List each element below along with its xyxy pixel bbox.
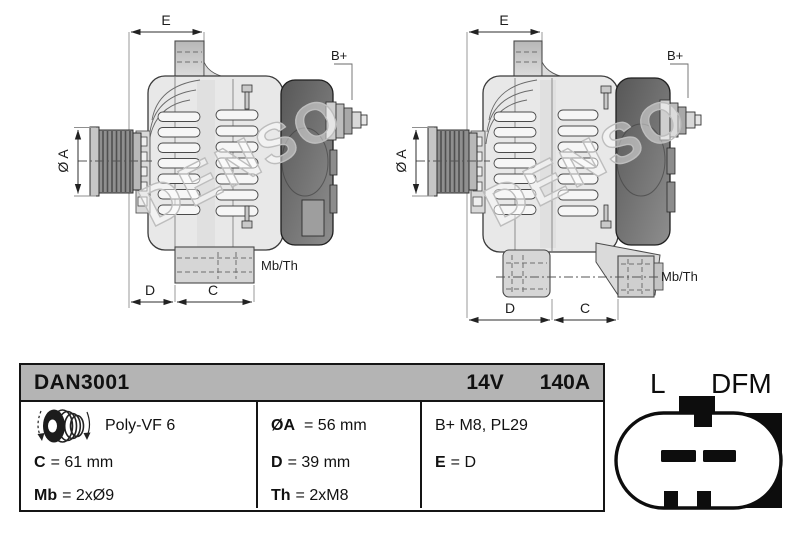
spec-d: D = 39 mm (271, 453, 351, 471)
connector-diagram (614, 396, 783, 510)
dim-e-label-right: E (499, 12, 508, 28)
mount-label-left: Mb/Th (261, 258, 298, 273)
spec-col-3: B+ M8, PL29 E = D (420, 402, 603, 508)
connector-socket (301, 199, 325, 237)
current-rating: 140A (539, 370, 590, 394)
connector-pin-l (661, 450, 696, 462)
spec-c: C = 61 mm (34, 453, 114, 471)
bplus-label-left: B+ (331, 48, 347, 63)
spec-table: DAN3001 14V 140A (19, 363, 605, 512)
connector-bottom-tab-left (664, 491, 678, 507)
top-bracket (513, 40, 543, 79)
rear-mounting-lug (617, 255, 655, 298)
spec-e: E = D (435, 453, 477, 471)
cooling-fins-rear (557, 109, 599, 217)
dim-c-label-right: C (580, 300, 590, 316)
spec-table-header: DAN3001 14V 140A (21, 365, 603, 402)
cooling-fins-rear (215, 109, 259, 217)
through-bolts (241, 84, 253, 229)
connector-bottom-tab-right (697, 491, 711, 507)
bplus-terminal (325, 101, 368, 141)
dim-diameter-label-right: Ø A (393, 149, 409, 173)
connector-top-tab (679, 396, 715, 414)
connector-pin-dfm-label: DFM (711, 368, 772, 399)
pulley (427, 126, 478, 197)
dim-d-label-right: D (505, 300, 515, 316)
pulley-spec-line: Poly-VF 6 (34, 406, 250, 446)
cooling-fins-front (493, 111, 537, 215)
bplus-label-right: B+ (667, 48, 683, 63)
ratings: 14V 140A (466, 371, 590, 395)
bplus-terminal (659, 99, 702, 141)
connector-top-key (694, 412, 712, 427)
spec-table-body: Poly-VF 6 C = 61 mm Mb = 2xØ9 ØA = 56 mm… (21, 402, 603, 508)
connector-pin-dfm (703, 450, 736, 462)
dim-diameter-label-left: Ø A (55, 149, 71, 173)
spec-col-2: ØA = 56 mm D = 39 mm Th = 2xM8 (256, 402, 420, 508)
pulley (89, 126, 142, 197)
pulley-icon (37, 409, 91, 443)
connector-pin-l-label: L (650, 368, 666, 399)
voltage-rating: 14V (466, 370, 504, 394)
through-bolts (600, 85, 612, 229)
mounting-lug (174, 246, 255, 284)
dim-c-label-left: C (208, 282, 218, 298)
cooling-fins-front (157, 111, 201, 215)
top-bracket (174, 40, 205, 79)
pulley-type: Poly-VF 6 (105, 417, 176, 434)
spec-col-1: Poly-VF 6 C = 61 mm Mb = 2xØ9 (21, 402, 256, 508)
dim-e-label-left: E (161, 12, 170, 28)
mount-label-right: Mb/Th (661, 269, 698, 284)
alternator-left-view: E (55, 12, 368, 308)
part-number: DAN3001 (34, 370, 130, 394)
spec-th: Th = 2xM8 (271, 486, 349, 504)
dim-d-label-left: D (145, 282, 155, 298)
alternator-drawings: E (55, 12, 702, 324)
mounting-foot (502, 249, 551, 298)
spec-diameter-a: ØA = 56 mm (271, 417, 367, 434)
spec-mb: Mb = 2xØ9 (34, 486, 115, 504)
alternator-right-view: E (393, 12, 702, 324)
spec-bplus: B+ M8, PL29 (435, 417, 528, 434)
